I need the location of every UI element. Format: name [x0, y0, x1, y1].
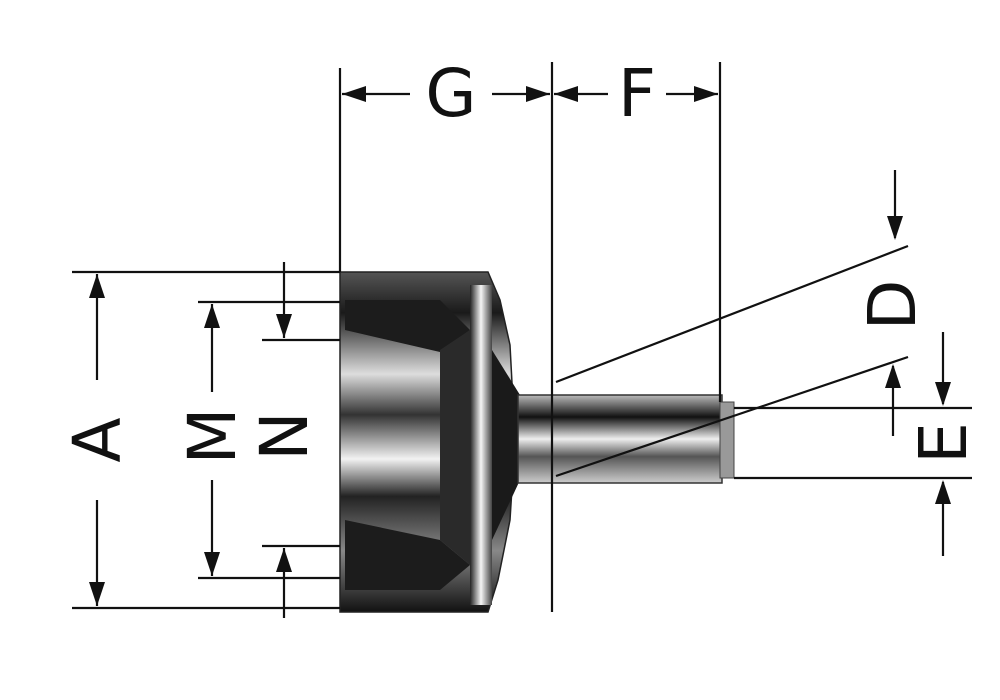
- label-n: N: [246, 411, 323, 460]
- dimension-a: A: [59, 274, 136, 606]
- dimension-g: G: [342, 55, 550, 132]
- label-d: D: [854, 280, 931, 331]
- leader-d-lower: [555, 355, 909, 478]
- part-illustration: [339, 271, 735, 613]
- shank: [517, 394, 723, 484]
- neck: [492, 350, 520, 540]
- label-e: E: [905, 422, 982, 464]
- cutter-face-dark: [345, 300, 470, 352]
- label-m: M: [174, 408, 251, 465]
- dimension-e: E: [905, 332, 982, 556]
- label-g: G: [425, 55, 476, 132]
- label-a: A: [59, 417, 136, 462]
- extension-lines: [72, 62, 972, 612]
- dimension-f: F: [554, 55, 718, 132]
- leader-d-upper: [555, 244, 909, 384]
- cutter-rim: [470, 285, 492, 605]
- cutter-flute: [440, 330, 470, 565]
- dimension-m: M: [174, 304, 251, 576]
- dimension-n: N: [246, 262, 323, 618]
- dimension-d: D: [854, 170, 931, 436]
- shank-end: [719, 401, 735, 479]
- cutter-face-dark-lower: [345, 520, 470, 590]
- label-f: F: [618, 55, 656, 132]
